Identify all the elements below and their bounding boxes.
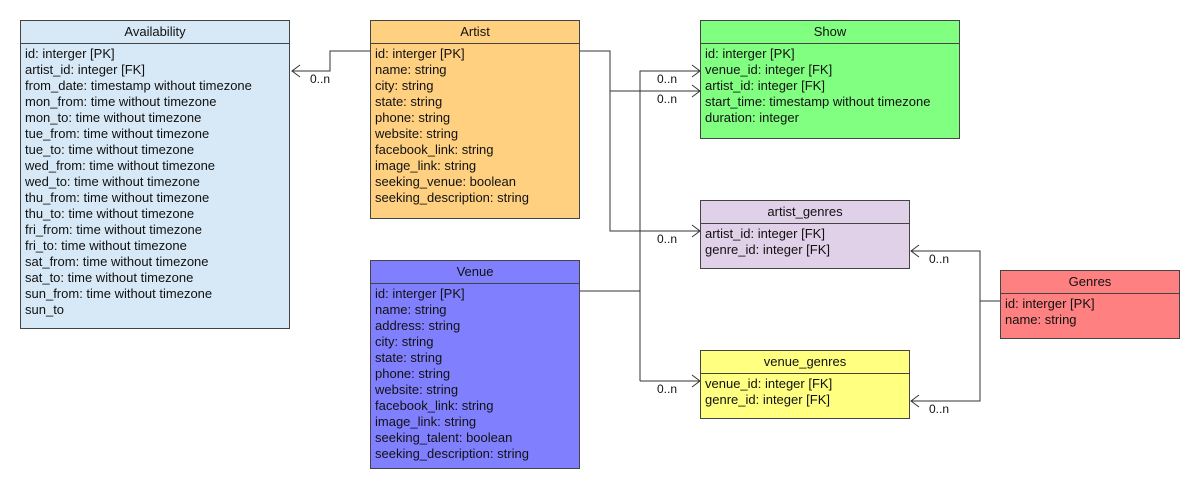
attribute-row: id: interger [PK] xyxy=(375,286,465,301)
attribute-row: sun_to xyxy=(25,302,65,317)
entity-title: Show xyxy=(701,21,959,44)
entity-title: Availability xyxy=(21,21,289,44)
attribute-row: artist_id: integer [FK] xyxy=(25,62,145,77)
attribute-row: facebook_link: string xyxy=(375,142,494,157)
arrowhead-availability xyxy=(291,64,301,78)
attribute-row: seeking_description: string xyxy=(375,190,529,205)
multiplicity-artist-availability: 0..n xyxy=(310,72,331,86)
attribute-row: tue_from: time without timezone xyxy=(25,126,210,141)
attribute-row: id: interger [PK] xyxy=(25,46,115,61)
attribute-row: phone: string xyxy=(375,366,451,381)
attribute-row: address: string xyxy=(375,318,461,333)
attribute-row: thu_to: time without timezone xyxy=(25,206,195,221)
attribute-row: image_link: string xyxy=(375,158,477,173)
edge-genres-artist-genres xyxy=(911,250,981,301)
multiplicity-venue-venue-genres: 0..n xyxy=(657,382,678,396)
attribute-list: id: interger [PK]name: string xyxy=(1001,294,1179,328)
multiplicity-genres-venue-genres: 0..n xyxy=(929,402,950,416)
entity-title: Genres xyxy=(1001,271,1179,294)
edge-artist-availability xyxy=(292,50,371,72)
attribute-row: id: interger [PK] xyxy=(1005,296,1095,311)
attribute-row: artist_id: integer [FK] xyxy=(705,78,825,93)
attribute-row: sat_to: time without timezone xyxy=(25,270,194,285)
attribute-row: name: string xyxy=(375,62,447,77)
attribute-row: venue_id: integer [FK] xyxy=(705,62,833,77)
attribute-row: from_date: timestamp without timezone xyxy=(25,78,252,93)
entity-title: Artist xyxy=(371,21,579,44)
attribute-row: venue_id: integer [FK] xyxy=(705,376,833,391)
attribute-row: thu_from: time without timezone xyxy=(25,190,210,205)
attribute-row: tue_to: time without timezone xyxy=(25,142,195,157)
attribute-row: mon_to: time without timezone xyxy=(25,110,202,125)
attribute-row: image_link: string xyxy=(375,414,477,429)
multiplicity-artist-show: 0..n xyxy=(657,92,678,106)
edge-venue-show xyxy=(639,70,700,381)
attribute-row: id: interger [PK] xyxy=(705,46,795,61)
entity-title: venue_genres xyxy=(701,351,909,374)
attribute-row: state: string xyxy=(375,350,443,365)
attribute-row: seeking_description: string xyxy=(375,446,529,461)
attribute-row: name: string xyxy=(375,302,447,317)
attribute-row: website: string xyxy=(375,126,459,141)
attribute-row: mon_from: time without timezone xyxy=(25,94,217,109)
attribute-list: venue_id: integer [FK]genre_id: integer … xyxy=(701,374,909,408)
attribute-row: genre_id: integer [FK] xyxy=(705,392,831,407)
attribute-row: fri_from: time without timezone xyxy=(25,222,203,237)
attribute-row: fri_to: time without timezone xyxy=(25,238,187,253)
attribute-row: city: string xyxy=(375,78,434,93)
arrowhead-venue-genres-from-genres xyxy=(910,394,920,408)
attribute-row: wed_from: time without timezone xyxy=(25,158,216,173)
attribute-row: wed_to: time without timezone xyxy=(25,174,200,189)
attribute-row: phone: string xyxy=(375,110,451,125)
attribute-list: id: interger [PK]artist_id: integer [FK]… xyxy=(21,44,289,318)
attribute-row: duration: integer xyxy=(705,110,799,125)
attribute-row: state: string xyxy=(375,94,443,109)
edge-genres-venue-genres xyxy=(911,301,981,402)
entity-title: Venue xyxy=(371,261,579,284)
attribute-row: sat_from: time without timezone xyxy=(25,254,209,269)
attribute-row: genre_id: integer [FK] xyxy=(705,242,831,257)
multiplicity-genres-artist-genres: 0..n xyxy=(929,252,950,266)
attribute-row: seeking_talent: boolean xyxy=(375,430,513,445)
entity-title: artist_genres xyxy=(701,201,909,224)
attribute-row: artist_id: integer [FK] xyxy=(705,226,825,241)
attribute-row: website: string xyxy=(375,382,459,397)
attribute-row: start_time: timestamp without timezone xyxy=(705,94,931,109)
attribute-row: name: string xyxy=(1005,312,1077,327)
multiplicity-artist-artist-genres: 0..n xyxy=(657,232,678,246)
attribute-row: city: string xyxy=(375,334,434,349)
attribute-list: artist_id: integer [FK]genre_id: integer… xyxy=(701,224,909,258)
attribute-list: id: interger [PK]venue_id: integer [FK]a… xyxy=(701,44,959,126)
attribute-row: id: interger [PK] xyxy=(375,46,465,61)
attribute-row: sun_from: time without timezone xyxy=(25,286,213,301)
edge-artist-artist-genres xyxy=(580,50,700,232)
attribute-row: seeking_venue: boolean xyxy=(375,174,516,189)
attribute-row: facebook_link: string xyxy=(375,398,494,413)
arrowhead-artist-genres-from-genres xyxy=(910,244,920,258)
multiplicity-venue-show: 0..n xyxy=(657,72,678,86)
